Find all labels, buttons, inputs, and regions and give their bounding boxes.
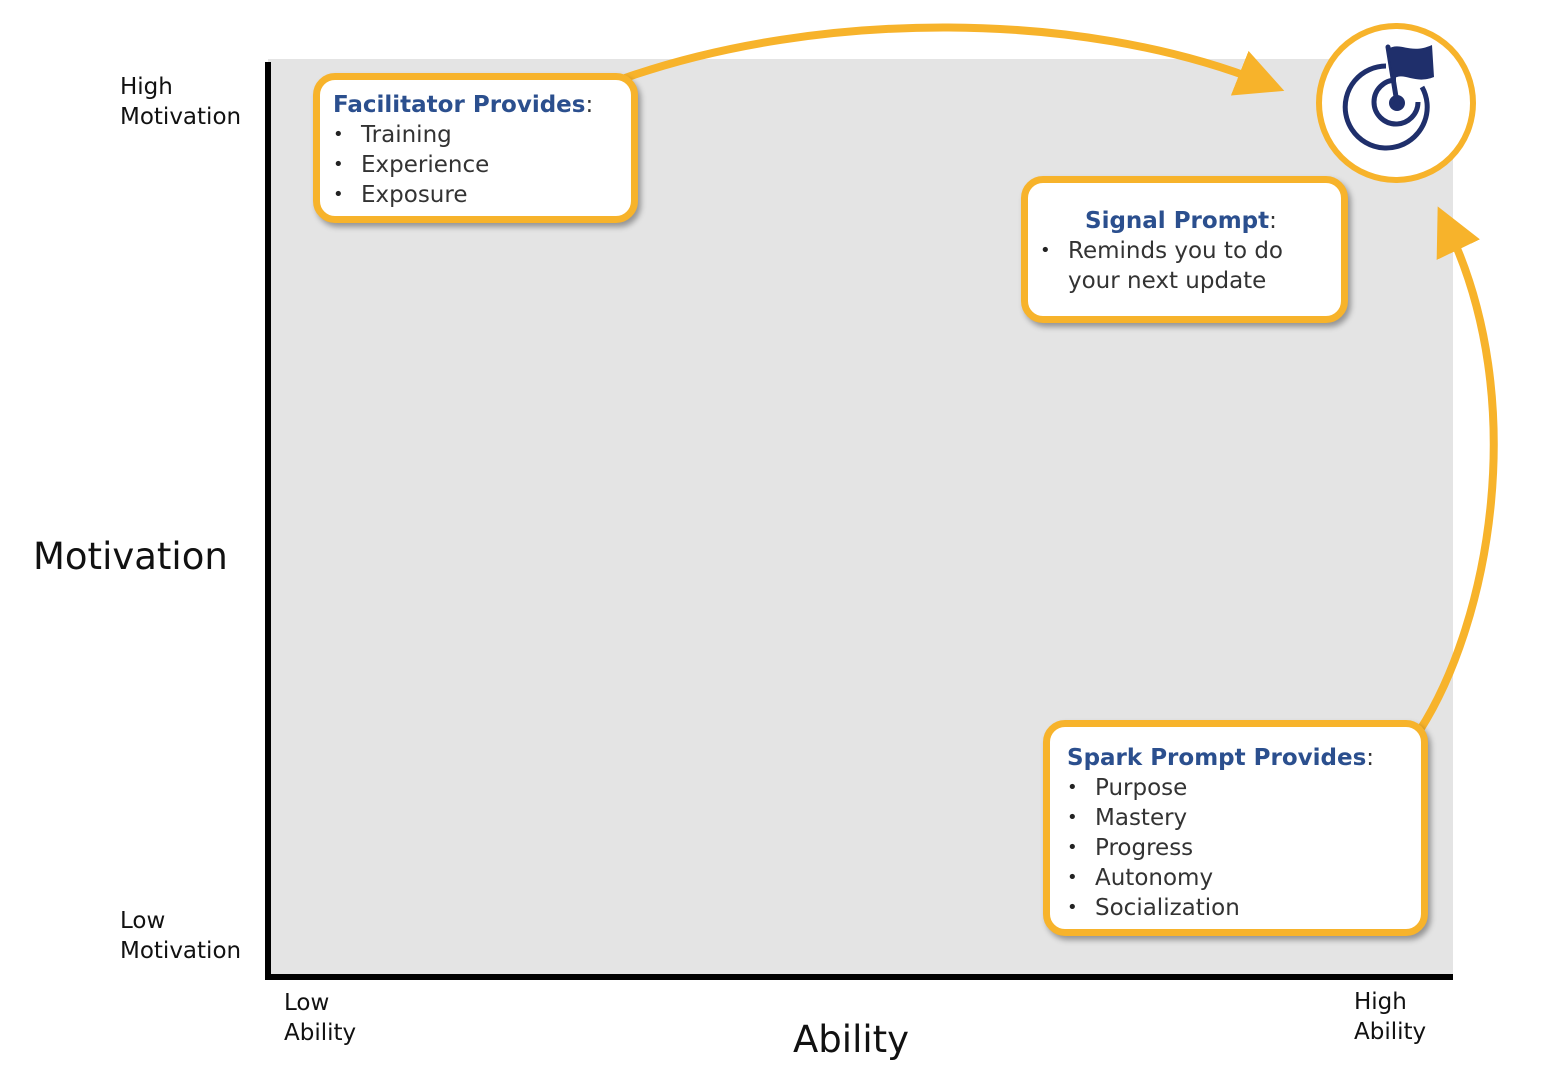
target-flag-icon	[1342, 44, 1434, 151]
arrow-facilitator-to-goal	[623, 23, 1285, 96]
list-item: Purpose	[1067, 773, 1421, 803]
y-axis-line	[265, 62, 271, 980]
list-item: Autonomy	[1067, 863, 1421, 893]
spark-title: Spark Prompt Provides:	[1067, 745, 1375, 771]
list-item: Mastery	[1067, 803, 1421, 833]
list-item: Experience	[333, 150, 631, 180]
list-item: Reminds you to do your next update	[1040, 236, 1306, 296]
goal-circle	[1316, 23, 1476, 183]
x-axis-line	[265, 974, 1453, 980]
signal-list: Reminds you to do your next update	[1040, 236, 1341, 296]
x-axis-title: Ability	[793, 1018, 910, 1061]
spark-box: Spark Prompt Provides: Purpose Mastery P…	[1043, 720, 1428, 936]
list-item: Progress	[1067, 833, 1421, 863]
spark-list: Purpose Mastery Progress Autonomy Social…	[1067, 773, 1421, 923]
list-item: Exposure	[333, 180, 631, 210]
facilitator-list: Training Experience Exposure	[333, 120, 631, 210]
list-item: Training	[333, 120, 631, 150]
signal-title: Signal Prompt:	[1085, 208, 1277, 234]
facilitator-box: Facilitator Provides: Training Experienc…	[313, 73, 638, 223]
facilitator-title: Facilitator Provides:	[333, 92, 594, 118]
list-item: Socialization	[1067, 893, 1421, 923]
signal-box: Signal Prompt: Reminds you to do your ne…	[1021, 176, 1348, 323]
y-axis-title: Motivation	[33, 535, 228, 578]
arrow-spark-to-goal	[1416, 206, 1498, 733]
